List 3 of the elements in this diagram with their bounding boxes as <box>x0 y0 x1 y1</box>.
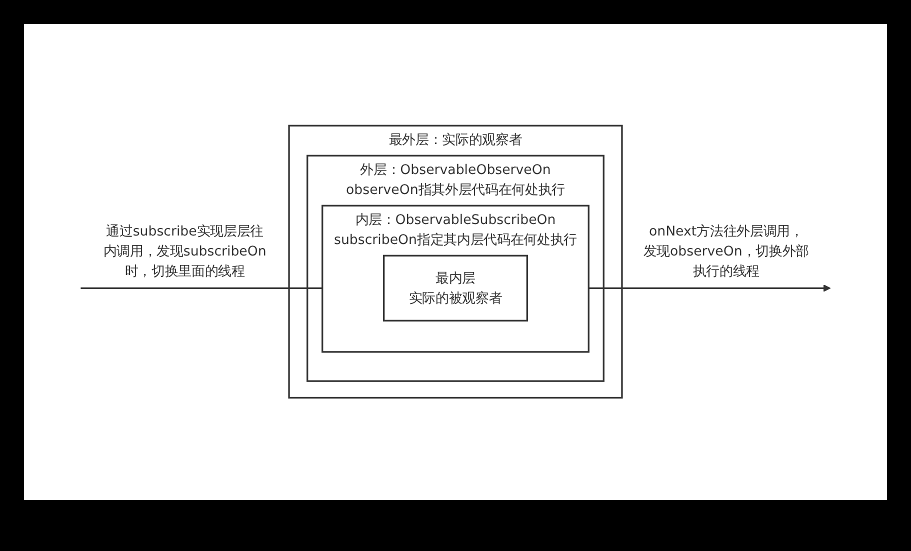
edge-label: 通过subscribe实现层层往内调用，发现subscribeOn时，切换里面的线程 <box>103 223 266 280</box>
node-box: 最内层 实际的被观察者 <box>383 255 528 322</box>
edge-label: onNext方法往外层调用，发现observeOn，切换外部执行的线程 <box>643 223 809 280</box>
